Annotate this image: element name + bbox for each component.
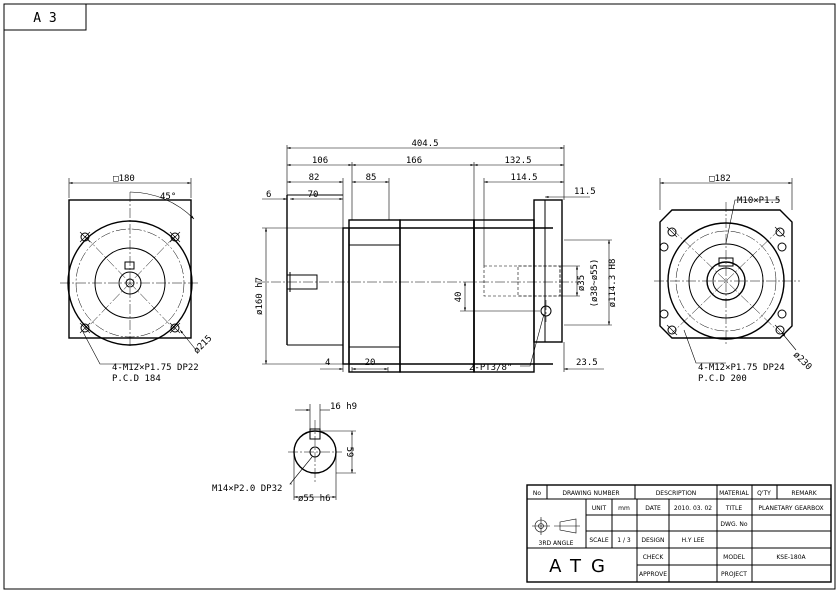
right-pcd-note: P.C.D 200 (698, 374, 747, 384)
company-logo: ATG (549, 556, 615, 577)
sheet-size: A 3 (33, 11, 56, 26)
dim-4: 4 (325, 358, 330, 368)
model-value: KSE-180A (776, 554, 806, 561)
check-label: CHECK (643, 554, 665, 561)
left-angle-dim: 45° (160, 192, 176, 202)
th-qty: Q'TY (757, 490, 771, 497)
design-label: DESIGN (641, 537, 664, 544)
title-value: PLANETARY GEARBOX (758, 505, 823, 512)
dim-key16: 16 h9 (330, 402, 357, 412)
dim-23-5: 23.5 (576, 358, 598, 368)
dim-dia160: ø160 h7 (255, 277, 265, 315)
left-end-view: □180 45° ø215 4-M12×P1.75 DP22 P.C.D 184 (60, 174, 214, 384)
dim-132-5: 132.5 (504, 156, 531, 166)
right-holes-note: 4-M12×P1.75 DP24 (698, 363, 785, 373)
project-label: PROJECT (721, 571, 747, 578)
sheet-size-box (3, 3, 87, 31)
dim-dia55: ø55 h6 (298, 494, 331, 504)
title-block: No DRAWING NUMBER DESCRIPTION MATERIAL Q… (526, 484, 832, 583)
design-value: H.Y LEE (682, 537, 705, 544)
sheet-border (3, 3, 836, 590)
right-thread-note: M10×P1.5 (737, 196, 780, 206)
title-label: TITLE (725, 505, 742, 512)
th-drawing-number: DRAWING NUMBER (562, 490, 619, 497)
dim-82: 82 (309, 173, 320, 183)
left-holes-note: 4-M12×P1.75 DP22 (112, 363, 199, 373)
dim-dia114-3: ø114.3 H8 (608, 259, 618, 308)
dim-6: 6 (266, 190, 271, 200)
left-dia-dim: ø215 (192, 334, 214, 356)
model-label: MODEL (723, 554, 745, 561)
angle-label: 3RD ANGLE (539, 540, 574, 547)
shaft-thread-note: M14×P2.0 DP32 (212, 484, 282, 494)
shaft-detail-view: 16 h9 59 ø55 h6 M14×P2.0 DP32 (212, 402, 357, 504)
dim-20: 20 (365, 358, 376, 368)
unit-value: mm (618, 505, 630, 512)
right-dia-dim: ø230 (791, 350, 813, 372)
dim-59: 59 (344, 447, 354, 458)
unit-label: UNIT (592, 505, 607, 512)
dim-85: 85 (366, 173, 377, 183)
right-end-view: □182 M10×P1.5 ø230 4-M12×P1.75 DP24 P.C.… (654, 174, 813, 384)
th-description: DESCRIPTION (656, 490, 697, 497)
right-square-dim: □182 (709, 174, 731, 184)
dim-dia35: ø35 (577, 275, 587, 291)
scale-label: SCALE (589, 537, 608, 544)
th-no: No (533, 490, 541, 497)
approve-label: APPROVE (639, 571, 667, 578)
dim-40: 40 (454, 292, 464, 303)
dwg-label: DWG. No (720, 521, 748, 528)
dim-70: 70 (308, 190, 319, 200)
dim-11-5: 11.5 (574, 187, 596, 197)
dim-dia38-55: (ø38~ø55) (590, 259, 600, 308)
left-square-dim: □180 (113, 174, 135, 184)
scale-value: 1 / 3 (617, 537, 631, 544)
dim-114-5: 114.5 (510, 173, 537, 183)
third-angle-projection-icon (532, 517, 580, 535)
side-view: 404.5 106 166 132.5 82 85 114.5 6 70 11.… (255, 139, 618, 373)
left-pcd-note: P.C.D 184 (112, 374, 161, 384)
th-material: MATERIAL (719, 490, 749, 497)
date-label: DATE (645, 505, 661, 512)
dim-overall: 404.5 (411, 139, 438, 149)
dim-166: 166 (406, 156, 422, 166)
dim-106: 106 (312, 156, 328, 166)
port-note: 2-PT3/8" (469, 363, 512, 373)
th-remark: REMARK (791, 490, 817, 497)
date-value: 2010. 03. 02 (674, 505, 712, 512)
